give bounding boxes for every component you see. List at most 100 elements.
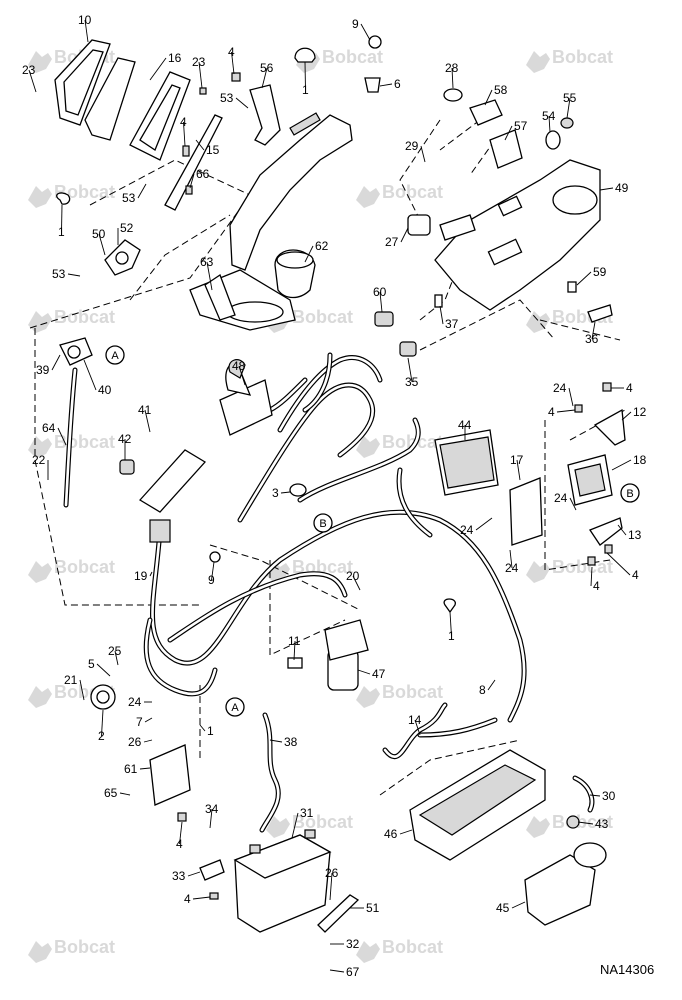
callout-60: 60 <box>373 285 387 299</box>
wire-14 <box>382 702 498 760</box>
part-52-bracket <box>104 239 141 276</box>
drawing-number: NA14306 <box>600 962 654 977</box>
bobcat-head-icon <box>28 186 52 208</box>
callout-24: 24 <box>553 381 567 395</box>
part-1-clamp <box>56 47 456 614</box>
callout-4: 4 <box>632 568 639 582</box>
leader-line <box>84 19 89 43</box>
bobcat-head-icon <box>356 941 380 963</box>
part-31-battery <box>233 829 332 933</box>
leader-line <box>511 901 526 909</box>
callout-45: 45 <box>496 901 510 915</box>
callout-42: 42 <box>118 432 132 446</box>
watermark-text: Bobcat <box>292 307 353 327</box>
leader-line <box>101 709 104 737</box>
bobcat-head-icon <box>356 186 380 208</box>
leader-line <box>504 125 513 141</box>
callout-47: 47 <box>372 667 386 681</box>
bobcat-watermark-logo: Bobcat <box>526 812 613 838</box>
callout-4: 4 <box>593 579 600 593</box>
leader-line <box>139 767 151 770</box>
bobcat-watermark-logo: Bobcat <box>526 47 613 73</box>
leader-line <box>57 427 67 446</box>
leader-line <box>144 717 153 723</box>
callout-29: 29 <box>405 139 419 153</box>
leader-line <box>198 61 203 89</box>
watermark-text: Bobcat <box>322 47 383 67</box>
leader-line <box>137 183 147 199</box>
watermark-text: Bobcat <box>552 47 613 67</box>
callout-66: 66 <box>196 167 210 181</box>
connection-ref-A: A <box>231 702 239 714</box>
part-18-module <box>567 454 613 506</box>
callout-19: 19 <box>134 569 148 583</box>
bobcat-watermark-logo: Bobcat <box>28 557 115 583</box>
leader-line <box>209 808 213 829</box>
callout-26: 26 <box>128 735 142 749</box>
leader-line <box>379 83 393 87</box>
callout-53: 53 <box>52 267 66 281</box>
callout-9: 9 <box>352 17 359 31</box>
part-61-module <box>149 744 191 806</box>
callout-35: 35 <box>405 375 419 389</box>
leader-line <box>548 115 551 133</box>
leader-line <box>114 650 119 666</box>
callout-38: 38 <box>284 735 298 749</box>
leader-line <box>261 67 268 89</box>
callout-56: 56 <box>260 61 274 75</box>
callout-30: 30 <box>602 789 616 803</box>
leader-line <box>304 61 306 91</box>
callout-40: 40 <box>98 383 112 397</box>
leader-line <box>199 724 206 732</box>
wire-64 <box>63 367 78 508</box>
callout-11: 11 <box>288 634 301 648</box>
connection-ref-B: B <box>626 488 633 500</box>
leader-line <box>484 89 493 106</box>
leader-line <box>195 139 205 151</box>
callout-65: 65 <box>104 786 118 800</box>
bobcat-head-icon <box>526 816 550 838</box>
callout-57: 57 <box>514 119 528 133</box>
watermark-text: Bobcat <box>382 432 443 452</box>
callout-51: 51 <box>366 901 380 915</box>
part-9-clip <box>209 35 382 563</box>
watermark-text: Bobcat <box>382 937 443 957</box>
callout-22: 22 <box>32 453 46 467</box>
leader-line <box>149 57 167 81</box>
callout-61: 61 <box>124 762 138 776</box>
leader-line <box>238 365 246 386</box>
callout-7: 7 <box>136 715 143 729</box>
callout-41: 41 <box>138 403 152 417</box>
leader-line <box>149 571 153 577</box>
harness-plugs <box>374 281 577 357</box>
leader-line <box>449 611 452 637</box>
leader-line <box>291 812 299 839</box>
callout-3: 3 <box>272 486 279 500</box>
callout-64: 64 <box>42 421 56 435</box>
leader-line <box>556 409 576 413</box>
leader-line <box>329 872 333 901</box>
leader-line <box>577 821 594 825</box>
connection-ref-A: A <box>111 350 119 362</box>
leader-line <box>189 173 195 189</box>
callout-20: 20 <box>346 569 360 583</box>
callout-4: 4 <box>626 381 633 395</box>
part-10-cover <box>54 39 111 126</box>
leader-line <box>516 459 521 481</box>
part-63-boot <box>189 269 296 331</box>
callout-59: 59 <box>593 265 607 279</box>
callout-1: 1 <box>58 225 65 239</box>
leader-line <box>407 357 413 383</box>
part-17-plate <box>509 477 543 546</box>
leader-line <box>144 409 151 433</box>
callout-1: 1 <box>448 629 455 643</box>
part-36-sensor <box>587 304 613 323</box>
callout-58: 58 <box>494 83 508 97</box>
harness-support-bracket <box>229 112 353 271</box>
bobcat-head-icon <box>356 436 380 458</box>
leader-line <box>352 575 361 591</box>
part-15-bracket <box>164 114 223 211</box>
leader-line <box>357 669 371 675</box>
callout-23: 23 <box>192 55 206 69</box>
